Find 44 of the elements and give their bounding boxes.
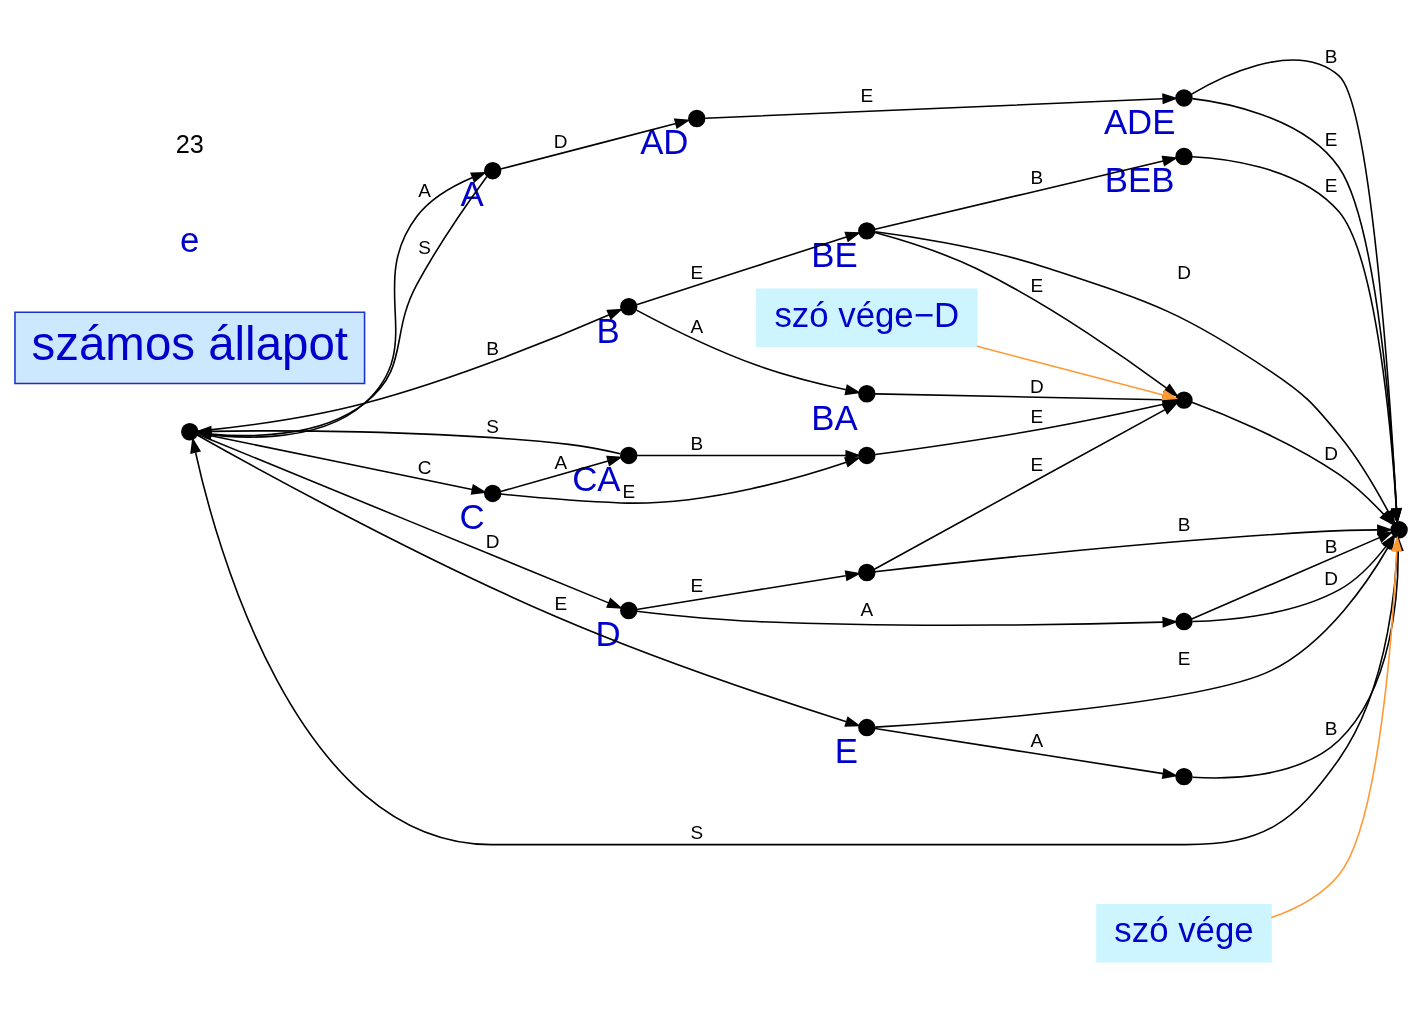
- edge-label: B: [1324, 535, 1338, 557]
- edge-label: E: [1030, 453, 1044, 475]
- edge-label: E: [1324, 129, 1338, 151]
- node-label: BEB: [1104, 160, 1175, 200]
- edge-label: B: [486, 338, 500, 360]
- edge-label: E: [1324, 175, 1338, 197]
- node-label: AD: [640, 122, 689, 162]
- edge-label: B: [1177, 513, 1191, 535]
- node-label: B: [596, 310, 620, 350]
- edge-label: E: [690, 262, 704, 284]
- edge-label: D: [1324, 442, 1338, 464]
- node-label: CA: [572, 459, 621, 499]
- node-label: BE: [811, 234, 858, 274]
- node-label: ADE: [1103, 101, 1176, 141]
- edge-label: D: [485, 531, 500, 553]
- edge-label: E: [690, 575, 704, 597]
- edge-label: A: [554, 452, 568, 474]
- edge-label: B: [1324, 717, 1338, 739]
- edge-label: B: [1324, 45, 1338, 67]
- edge-label: E: [860, 85, 874, 107]
- edge-label: A: [860, 599, 874, 621]
- edge-label: S: [486, 415, 500, 437]
- edge-label: E: [622, 480, 636, 502]
- edge-label: E: [1030, 406, 1044, 428]
- edge-label: D: [553, 130, 568, 152]
- label: e: [180, 220, 200, 260]
- edge-label: S: [418, 236, 431, 258]
- edge-label: E: [1030, 274, 1044, 296]
- edge-label: E: [1177, 648, 1191, 670]
- node-label: BA: [811, 397, 858, 437]
- node-label: E: [834, 731, 858, 771]
- edge-label: D: [1030, 376, 1044, 398]
- edge-label: A: [418, 179, 431, 201]
- edge-label: B: [690, 433, 704, 455]
- edge-label: A: [1030, 730, 1044, 752]
- node-label: C: [459, 497, 485, 537]
- label: 23: [175, 130, 204, 158]
- edge-label: D: [1177, 262, 1191, 284]
- edge-label: A: [690, 316, 704, 338]
- edge-label: B: [1030, 167, 1044, 189]
- edge-label: C: [417, 456, 432, 478]
- edge-label: E: [554, 592, 568, 614]
- edge-label: S: [690, 822, 704, 844]
- edge-label: D: [1324, 567, 1338, 589]
